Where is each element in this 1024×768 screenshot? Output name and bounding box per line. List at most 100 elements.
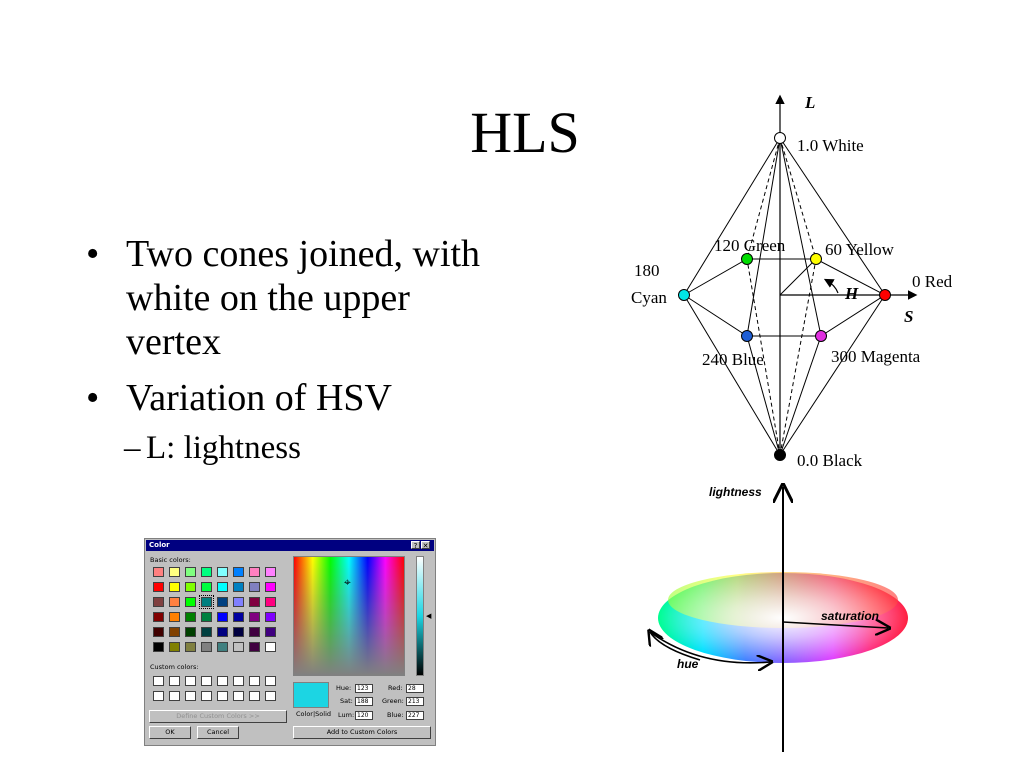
crosshair-icon: ⌖ (344, 575, 351, 589)
red-vertex (879, 289, 891, 301)
hue-field[interactable]: 123 (355, 684, 373, 693)
luminance-arrow-icon[interactable]: ◀ (426, 612, 432, 620)
basic-color-swatch[interactable] (201, 567, 212, 577)
basic-color-swatch[interactable] (249, 612, 260, 622)
basic-color-swatch[interactable] (153, 612, 164, 622)
add-to-custom-colors-button[interactable]: Add to Custom Colors (293, 726, 431, 739)
basic-color-swatch[interactable] (249, 582, 260, 592)
custom-color-swatch[interactable] (153, 691, 164, 701)
cyan-vertex (678, 289, 690, 301)
slide-title: HLS (470, 100, 580, 165)
basic-color-swatch[interactable] (265, 642, 276, 652)
basic-color-swatch[interactable] (233, 567, 244, 577)
basic-color-swatch[interactable] (265, 627, 276, 637)
basic-color-swatch[interactable] (169, 582, 180, 592)
bullet-text: Variation of HSV (126, 377, 392, 419)
custom-color-swatch[interactable] (249, 676, 260, 686)
basic-color-swatch[interactable] (153, 597, 164, 607)
bullet-list: • Two cones joined, with white on the up… (86, 232, 506, 468)
black-vertex (774, 449, 786, 461)
basic-color-swatch[interactable] (233, 597, 244, 607)
lum-field[interactable]: 120 (355, 711, 373, 720)
custom-color-swatch[interactable] (169, 676, 180, 686)
custom-color-swatch[interactable] (201, 691, 212, 701)
basic-color-swatch[interactable] (217, 567, 228, 577)
basic-color-swatch[interactable] (185, 612, 196, 622)
basic-color-swatch[interactable] (169, 627, 180, 637)
hls-wheel-diagram: lightness saturation hue (640, 480, 908, 752)
basic-color-swatch[interactable] (249, 627, 260, 637)
cyan-label-name: Cyan (631, 288, 667, 307)
basic-colors-grid (153, 567, 276, 652)
axis-L-label: L (804, 93, 815, 112)
custom-color-swatch[interactable] (217, 676, 228, 686)
custom-colors-label: Custom colors: (150, 663, 199, 671)
red-field[interactable]: 28 (406, 684, 424, 693)
white-label: 1.0 White (797, 136, 864, 155)
cancel-button[interactable]: Cancel (197, 726, 239, 739)
basic-color-swatch[interactable] (169, 597, 180, 607)
basic-color-swatch[interactable] (265, 567, 276, 577)
basic-color-swatch[interactable] (153, 582, 164, 592)
basic-color-swatch[interactable] (185, 642, 196, 652)
define-custom-colors-button[interactable]: Define Custom Colors >> (149, 710, 287, 723)
green-label: 120 Green (714, 236, 786, 255)
basic-color-swatch[interactable] (217, 582, 228, 592)
blue-label: 240 Blue (702, 350, 764, 369)
ok-button[interactable]: OK (149, 726, 191, 739)
blue-field[interactable]: 227 (406, 711, 424, 720)
basic-color-swatch[interactable] (185, 582, 196, 592)
hue-label: hue (677, 657, 699, 671)
sat-field[interactable]: 188 (355, 697, 373, 706)
luminance-slider[interactable] (416, 556, 424, 676)
help-button[interactable]: ? (411, 541, 420, 550)
custom-color-swatch[interactable] (233, 676, 244, 686)
axis-H-label: H (844, 284, 859, 303)
basic-color-swatch[interactable] (169, 612, 180, 622)
custom-color-swatch[interactable] (265, 676, 276, 686)
custom-color-swatch[interactable] (153, 676, 164, 686)
lightness-label: lightness (709, 485, 762, 499)
basic-color-swatch[interactable] (265, 612, 276, 622)
basic-color-swatch[interactable] (217, 627, 228, 637)
color-spectrum-picker[interactable] (293, 556, 405, 676)
custom-color-swatch[interactable] (217, 691, 228, 701)
basic-color-swatch[interactable] (233, 582, 244, 592)
basic-color-swatch[interactable] (265, 597, 276, 607)
basic-color-swatch[interactable] (249, 567, 260, 577)
custom-color-swatch[interactable] (265, 691, 276, 701)
basic-color-swatch[interactable] (199, 595, 214, 609)
close-button[interactable]: ✕ (421, 541, 430, 550)
basic-color-swatch[interactable] (201, 627, 212, 637)
basic-color-swatch[interactable] (153, 642, 164, 652)
basic-color-swatch[interactable] (153, 627, 164, 637)
basic-color-swatch[interactable] (249, 597, 260, 607)
basic-color-swatch[interactable] (185, 627, 196, 637)
basic-color-swatch[interactable] (201, 642, 212, 652)
basic-color-swatch[interactable] (185, 597, 196, 607)
basic-color-swatch[interactable] (217, 642, 228, 652)
basic-color-swatch[interactable] (233, 612, 244, 622)
basic-color-swatch[interactable] (217, 597, 228, 607)
basic-color-swatch[interactable] (233, 642, 244, 652)
custom-color-swatch[interactable] (169, 691, 180, 701)
custom-color-swatch[interactable] (185, 676, 196, 686)
custom-color-swatch[interactable] (249, 691, 260, 701)
basic-color-swatch[interactable] (201, 612, 212, 622)
bullet-dot-icon: • (86, 233, 100, 275)
basic-color-swatch[interactable] (169, 642, 180, 652)
basic-color-swatch[interactable] (153, 567, 164, 577)
custom-color-swatch[interactable] (233, 691, 244, 701)
basic-color-swatch[interactable] (265, 582, 276, 592)
color-solid-label: Color|Solid (296, 710, 332, 718)
basic-color-swatch[interactable] (217, 612, 228, 622)
custom-color-swatch[interactable] (185, 691, 196, 701)
basic-color-swatch[interactable] (169, 567, 180, 577)
basic-color-swatch[interactable] (201, 582, 212, 592)
basic-color-swatch[interactable] (249, 642, 260, 652)
green-field[interactable]: 213 (406, 697, 424, 706)
dash-icon: – (124, 430, 141, 466)
basic-color-swatch[interactable] (185, 567, 196, 577)
basic-color-swatch[interactable] (233, 627, 244, 637)
custom-color-swatch[interactable] (201, 676, 212, 686)
